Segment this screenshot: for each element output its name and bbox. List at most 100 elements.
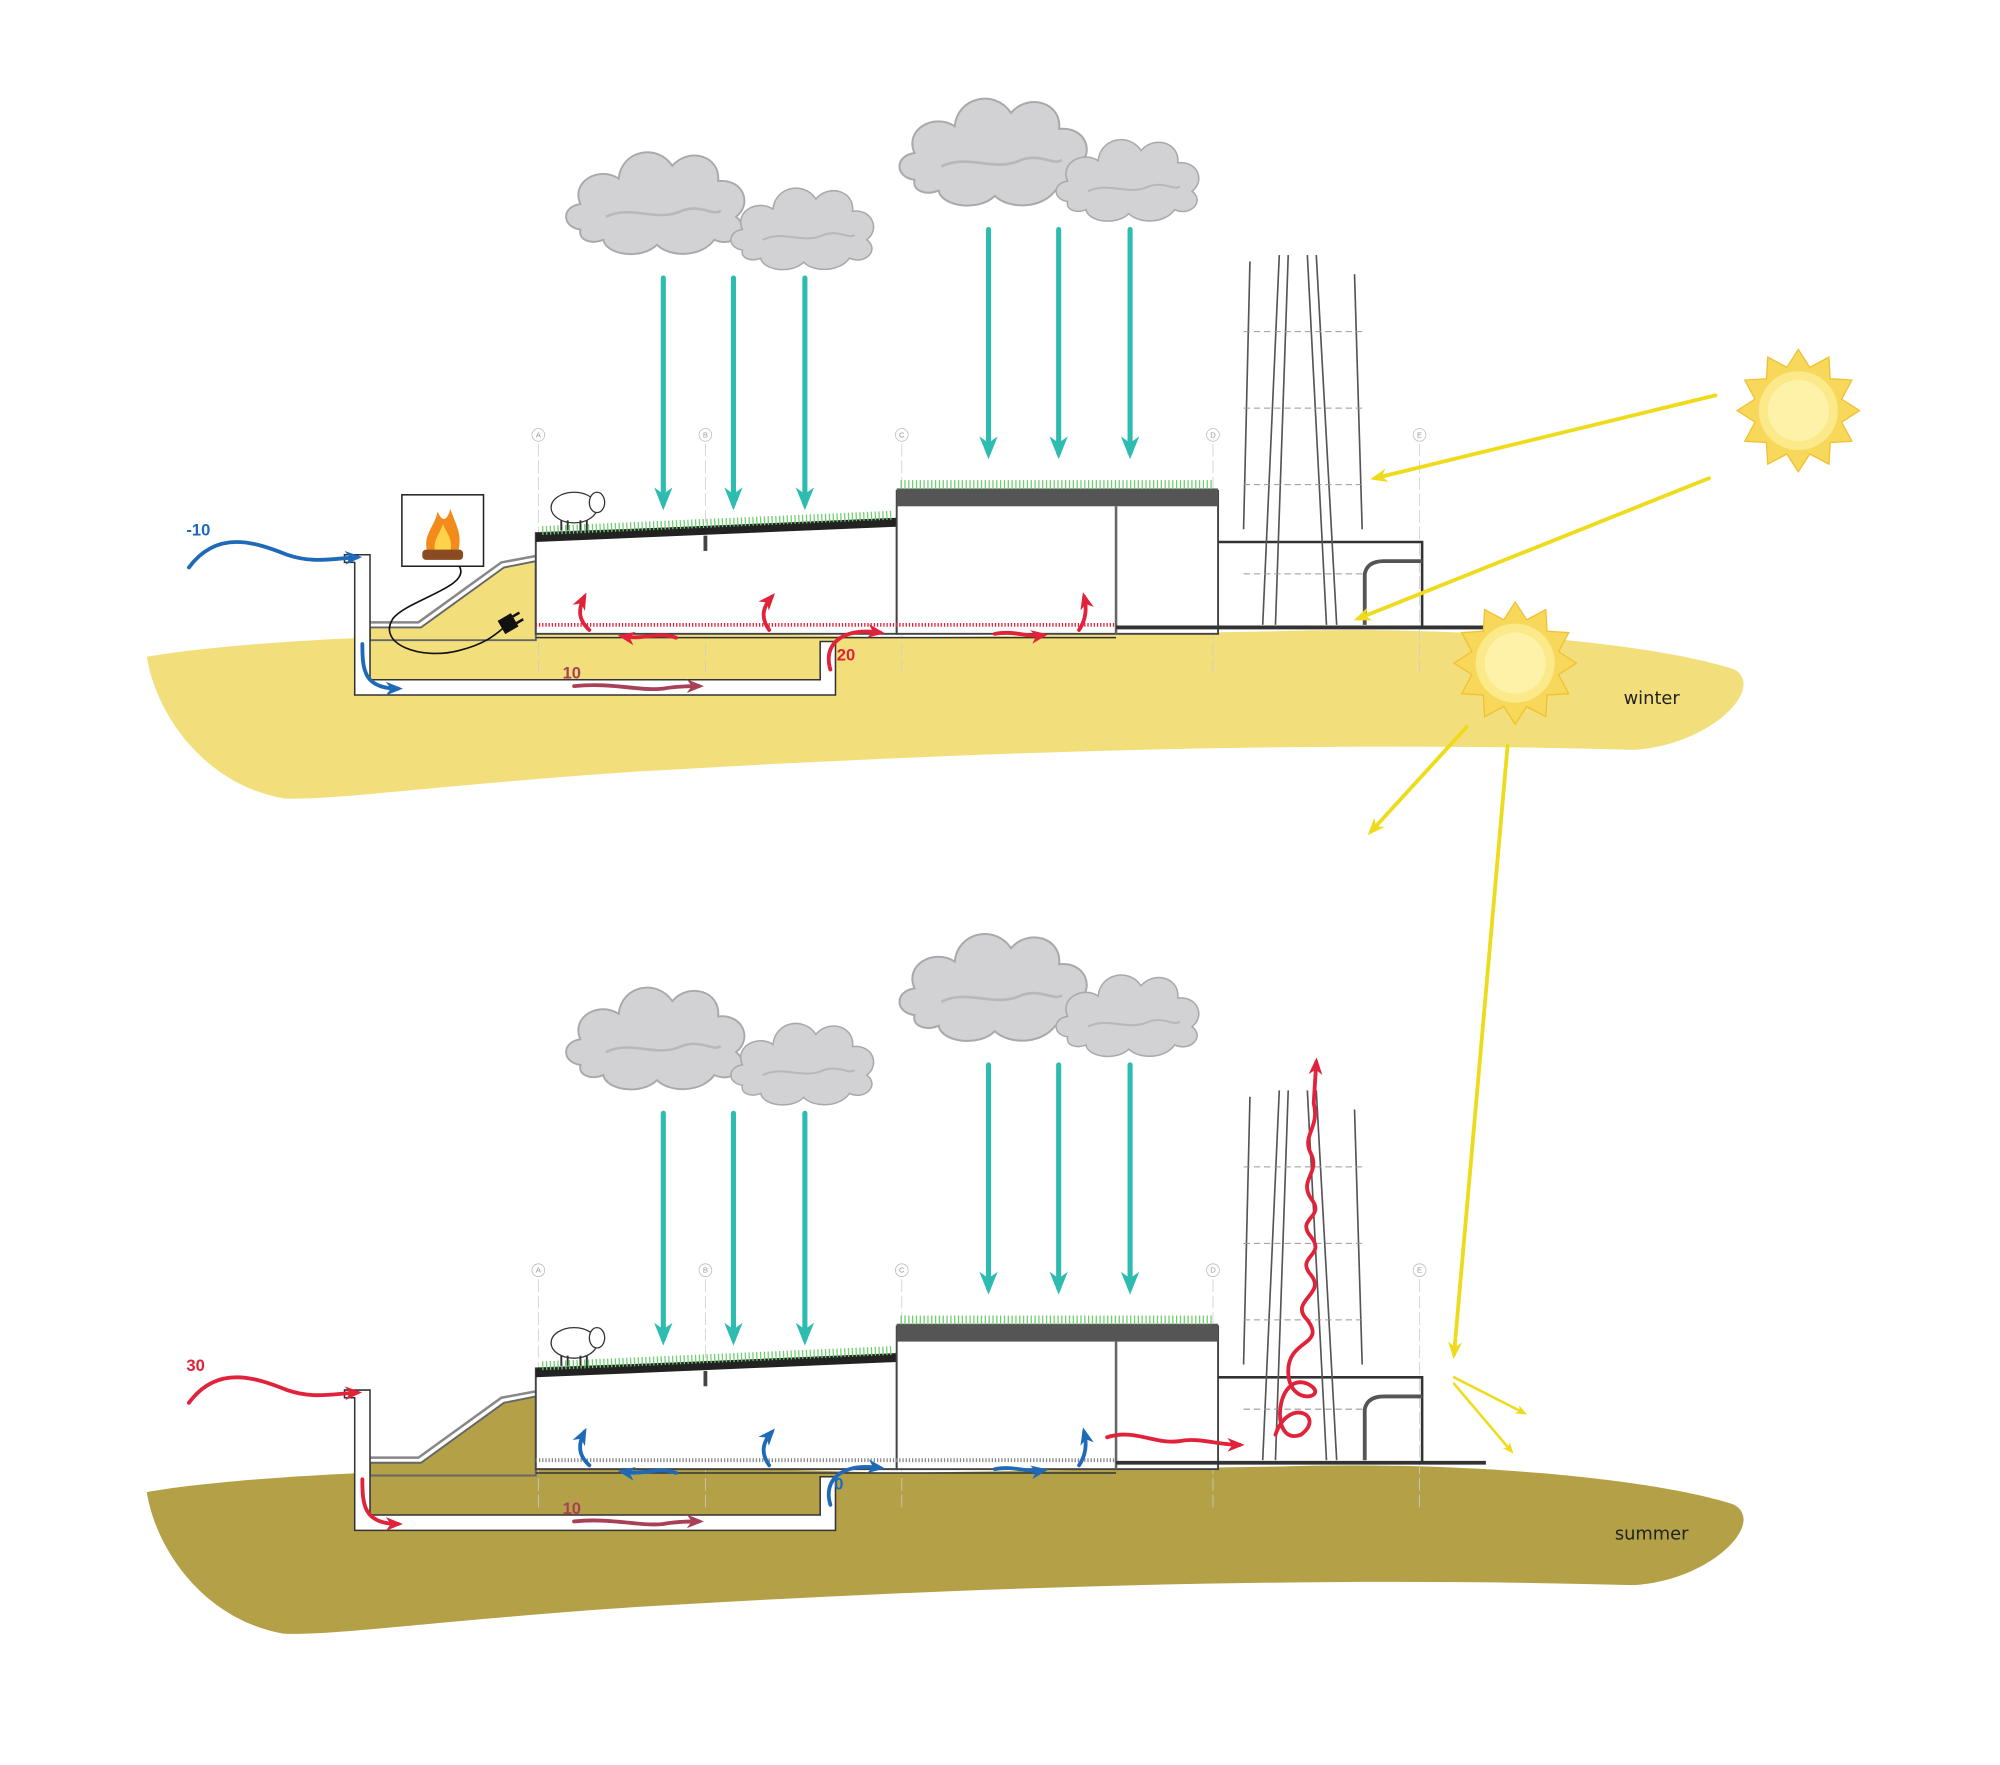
green-roof-slab-1 — [535, 517, 897, 542]
stack-effect-arrow-shaft — [1273, 1060, 1319, 1439]
grid-label: C — [899, 430, 905, 439]
cloud-icon — [729, 1022, 875, 1106]
arrowhead — [654, 487, 673, 511]
exhaust-air-arrow-shaft — [1105, 1432, 1242, 1447]
floor-air-arrow — [992, 1465, 1049, 1480]
floor-air-arrow — [617, 631, 678, 646]
green-roof-slab-2 — [896, 488, 1219, 507]
arrowhead — [758, 1428, 775, 1446]
rising-air-arrow — [758, 1428, 775, 1468]
arrowhead — [1030, 630, 1049, 644]
supply-temp-label: 20 — [837, 646, 855, 665]
rising-air-arrow — [572, 592, 592, 632]
supply-air-arrow — [826, 624, 885, 672]
grid-bubble — [1206, 1263, 1220, 1277]
grid-bubble — [895, 1263, 909, 1277]
duct-inlet-arrow-shaft — [360, 642, 400, 691]
outside-air-arrow-shaft — [187, 1375, 360, 1405]
arrowhead — [572, 1427, 587, 1447]
outside-air-arrow-shaft — [187, 540, 360, 570]
logs — [422, 549, 464, 560]
grid-label: B — [703, 1266, 708, 1275]
arrowhead — [867, 1459, 885, 1474]
supply-air-arrow-shaft — [826, 629, 883, 672]
reflected-ray-arrow — [1452, 1376, 1528, 1415]
arrowhead — [979, 436, 998, 460]
tower-line — [1274, 255, 1290, 625]
arrowhead — [1080, 592, 1094, 611]
rain-arrow — [1049, 1062, 1068, 1295]
sun-ray-arrow-shaft — [1373, 393, 1718, 481]
rain-arrow — [1049, 227, 1068, 460]
tower-line — [1242, 1096, 1251, 1365]
earth-berm — [369, 1395, 537, 1477]
plug-pin — [512, 611, 521, 618]
arrowhead — [1120, 1271, 1140, 1295]
sun-ray-arrow-shaft — [1356, 476, 1711, 621]
duct-temp-label: 10 — [563, 663, 581, 682]
arrowhead — [572, 592, 587, 611]
arrowhead — [1308, 1057, 1323, 1075]
arrowhead — [617, 631, 636, 646]
sun-ray-arrow — [1448, 744, 1510, 1360]
grid-label: C — [899, 1266, 905, 1275]
reflected-ray-arrow — [1452, 1382, 1514, 1454]
rising-air-arrow — [1077, 592, 1094, 632]
tower-line — [1306, 255, 1328, 625]
arrowhead — [1049, 436, 1068, 460]
power-plug-icon — [497, 611, 524, 635]
green-roof-slab-1 — [535, 1353, 897, 1378]
arrowhead — [758, 593, 775, 611]
arrowhead — [344, 1386, 363, 1401]
berm-membrane — [370, 1390, 537, 1459]
tower-line — [1315, 1090, 1338, 1461]
duct-inlet-arrow-shaft — [360, 1477, 400, 1526]
building-hall-2 — [895, 490, 1220, 635]
cloud-icon — [564, 986, 746, 1091]
solar-chimney-tower — [1242, 1090, 1364, 1461]
tower-line — [1261, 1090, 1281, 1461]
arrowhead — [686, 679, 704, 693]
grass-1 — [541, 1346, 894, 1371]
supply-air-arrow-shaft — [826, 1465, 883, 1507]
campfire-icon — [422, 508, 464, 560]
sun-icon — [1736, 348, 1861, 473]
green-roof-slab-2 — [896, 1323, 1219, 1342]
reflected-ray-arrow-shaft — [1452, 1376, 1526, 1415]
tower-line — [1353, 274, 1364, 530]
arrowhead — [1049, 1271, 1068, 1295]
grid-label: D — [1210, 1266, 1216, 1275]
grass-1 — [541, 510, 894, 535]
arrowhead — [1367, 817, 1385, 836]
supply-temp-label: 0 — [834, 1475, 843, 1494]
ground — [146, 630, 1744, 799]
sheep-icon — [550, 1326, 606, 1366]
rain-arrow — [1120, 1062, 1140, 1295]
sun-ray-arrow-shaft — [1369, 725, 1469, 834]
arrowhead — [1514, 1405, 1528, 1415]
rain-arrow — [979, 227, 998, 460]
plug-body — [497, 613, 519, 635]
rain-arrow — [1120, 227, 1140, 460]
rising-air-arrow — [758, 593, 775, 632]
sheep-icon — [550, 491, 606, 531]
duct-air-arrow-shaft — [572, 683, 701, 692]
arrowhead — [344, 551, 363, 565]
outside-air-arrow — [187, 540, 363, 570]
arrowhead — [724, 487, 743, 511]
arrowhead — [867, 624, 885, 638]
sun-ray-arrow — [1353, 476, 1711, 621]
arrowhead — [617, 1467, 636, 1481]
season-label: winter — [1624, 688, 1681, 709]
duct-air-arrow — [572, 679, 704, 693]
plug-pin — [515, 618, 524, 625]
arrowhead — [385, 681, 403, 696]
annex-pipe — [1362, 1394, 1423, 1461]
floor-air-arrow — [992, 630, 1049, 644]
duct-temp-label: 10 — [563, 1499, 581, 1518]
grid-bubble — [1412, 1263, 1427, 1277]
grid-bubble — [698, 1263, 713, 1277]
grid-label: A — [536, 430, 542, 439]
